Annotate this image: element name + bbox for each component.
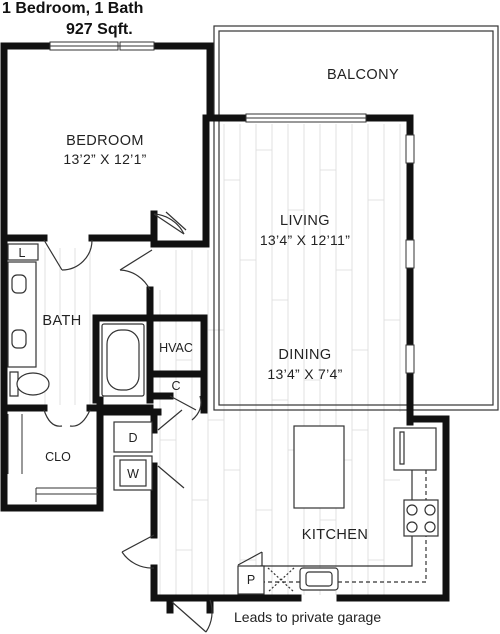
unit-area: 927 Sqft.: [66, 21, 133, 38]
laundry-units: [113, 421, 153, 491]
kitchen-label: KITCHEN: [302, 527, 368, 543]
washer-label: W: [127, 467, 139, 481]
dining-dimensions: 13’4” X 7’4”: [267, 366, 342, 382]
dining-label: DINING: [278, 347, 331, 363]
linen-closet-label: L: [19, 246, 26, 260]
garage-note: Leads to private garage: [234, 609, 381, 625]
bedroom-dimensions: 13’2” X 12’1”: [63, 151, 146, 167]
windows: [49, 41, 415, 374]
closet-label: CLO: [45, 450, 71, 464]
unit-type-title: 1 Bedroom, 1 Bath: [2, 0, 144, 17]
balcony-label: BALCONY: [327, 67, 399, 83]
bedroom-label: BEDROOM: [66, 133, 144, 149]
closet-shelves: [7, 414, 98, 502]
pantry-label: P: [247, 573, 255, 587]
living-label: LIVING: [280, 213, 330, 229]
door-swings: [43, 211, 263, 633]
hvac-label: HVAC: [159, 341, 193, 355]
bath-fixtures: [7, 243, 145, 397]
bath-floor-pattern: [44, 248, 91, 405]
wood-floor-pattern: [159, 124, 401, 595]
walls: [0, 42, 450, 614]
coat-closet-label: C: [171, 379, 180, 393]
bath-label: BATH: [42, 313, 81, 329]
balcony-railing: [213, 25, 499, 411]
dryer-label: D: [128, 431, 137, 445]
living-dimensions: 13’4” X 12’11”: [260, 232, 350, 248]
kitchen-counters: [237, 425, 439, 595]
